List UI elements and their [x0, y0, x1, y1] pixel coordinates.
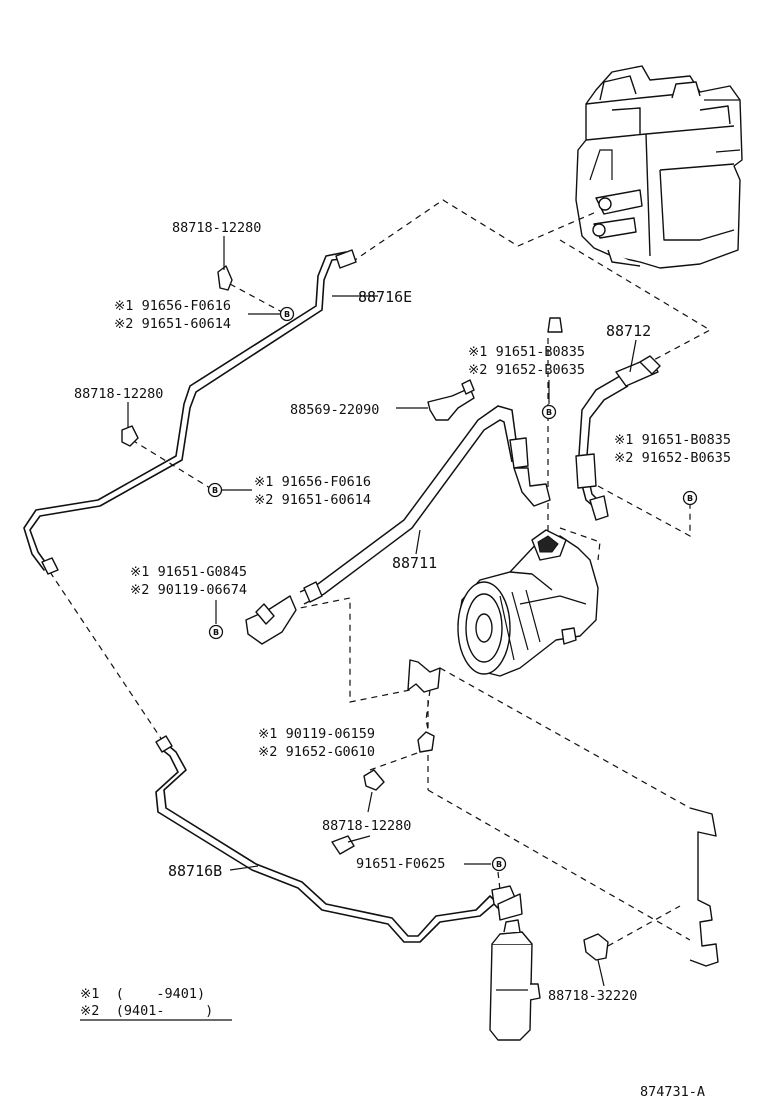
label-discharge-hose: 88712 [606, 322, 651, 340]
condenser [407, 659, 719, 967]
legend-row-1: ※1 ( -9401) [80, 986, 205, 1002]
bolt-marker-label: B [212, 486, 218, 495]
label-pipe-e: 88716E [358, 288, 412, 306]
label-lower-hose-bolt-alt1: ※1 91651-G0845 [130, 564, 247, 580]
bolt-marker-label: B [687, 494, 693, 503]
hose-88711 [245, 405, 551, 645]
label-left-clamp: 88718-12280 [74, 386, 163, 402]
bolt-marker-left: B [207, 482, 223, 498]
label-discharge-bolt-alt2: ※2 91652-B0635 [614, 450, 731, 466]
bolt-marker-label: B [496, 860, 502, 869]
pipe-88716b [155, 735, 501, 943]
label-pipe-e-nut-alt2: ※2 91651-60614 [114, 316, 231, 332]
pipe-88716e [23, 249, 357, 575]
bolt-marker-suction: B [541, 404, 557, 420]
bolt-marker-label: B [284, 310, 290, 319]
label-evap-pipe-clamp: 88718-12280 [172, 220, 261, 236]
label-receiver-bolt: 91651-F0625 [356, 856, 445, 872]
label-bottom-clamp: 88718-32220 [548, 988, 637, 1004]
hose-88712 [575, 355, 661, 521]
label-condenser-clamp: 88718-12280 [322, 818, 411, 834]
assembly-leader-lines [49, 199, 712, 947]
label-left-nut-alt1: ※1 91656-F0616 [254, 474, 371, 490]
bolt-marker-label: B [546, 408, 552, 417]
label-pipe-b: 88716B [168, 862, 222, 880]
label-condenser-bolt-alt1: ※1 90119-06159 [258, 726, 375, 742]
label-condenser-bolt-alt2: ※2 91652-G0610 [258, 744, 375, 760]
bolt-marker-e: B [279, 306, 295, 322]
evaporator-unit [575, 65, 743, 269]
hardware [121, 265, 609, 961]
label-discharge-bolt-alt1: ※1 91651-B0835 [614, 432, 731, 448]
label-hose-clamp: 88569-22090 [290, 402, 379, 418]
label-suction-hose: 88711 [392, 554, 437, 572]
bolt-marker-receiver: B [491, 856, 507, 872]
label-pipe-e-nut-alt1: ※1 91656-F0616 [114, 298, 231, 314]
label-suction-bolt-alt1: ※1 91651-B0835 [468, 344, 585, 360]
legend-row-2: ※2 (9401- ) [80, 1003, 213, 1019]
label-lower-hose-bolt-alt2: ※2 90119-06674 [130, 582, 247, 598]
label-leaders [80, 236, 637, 1021]
compressor [457, 529, 599, 677]
receiver-dryer [489, 885, 541, 1041]
bolt-marker-label: B [213, 628, 219, 637]
bolt-marker-discharge: B [682, 490, 698, 506]
bolt-marker-lower-hose: B [208, 624, 224, 640]
label-left-nut-alt2: ※2 91651-60614 [254, 492, 371, 508]
label-suction-bolt-alt2: ※2 91652-B0635 [468, 362, 585, 378]
diagram-id: 874731-A [640, 1084, 705, 1100]
